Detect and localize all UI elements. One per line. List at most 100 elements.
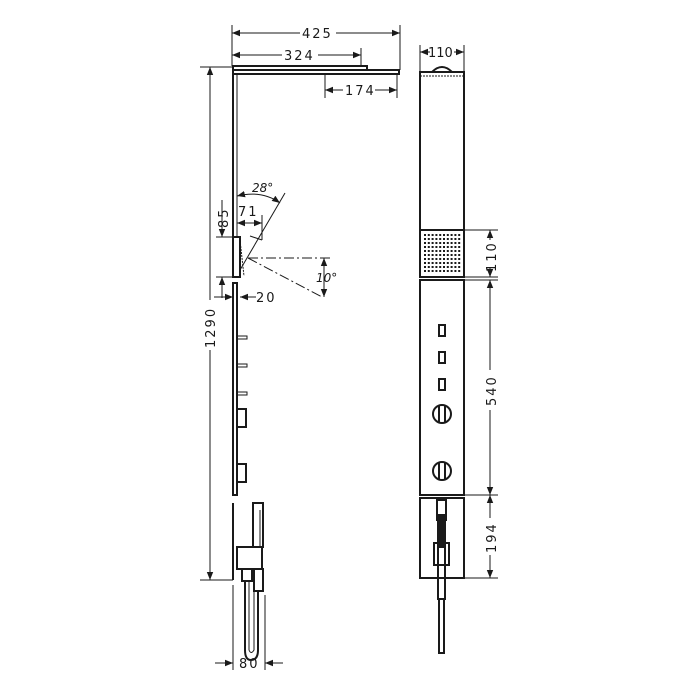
nozzle-dot bbox=[443, 258, 445, 260]
column-mid bbox=[232, 282, 248, 496]
nozzle-dot bbox=[443, 234, 445, 236]
nozzle-dot bbox=[439, 234, 442, 236]
nozzle-dot bbox=[435, 262, 438, 264]
nozzle-dot bbox=[424, 246, 426, 248]
nozzle-dot bbox=[439, 270, 442, 272]
nozzle-dot bbox=[431, 246, 434, 248]
nozzle-dot bbox=[443, 238, 445, 240]
nozzle-dot bbox=[424, 242, 426, 244]
nozzle-dot bbox=[443, 262, 445, 264]
nozzle-dot bbox=[424, 270, 426, 272]
nozzle-dot bbox=[427, 238, 430, 240]
nozzle-dot bbox=[435, 270, 438, 272]
hand-shower-offset-label: 85 bbox=[217, 207, 232, 228]
overhead-shower-arm bbox=[232, 65, 400, 75]
nozzle-dot bbox=[450, 246, 453, 248]
nozzle-dot bbox=[431, 258, 434, 260]
nozzle-dot bbox=[446, 258, 449, 260]
nozzle-dot bbox=[446, 266, 449, 268]
nozzle-dot bbox=[439, 242, 442, 244]
nozzle-dot bbox=[450, 238, 453, 240]
nozzle-dot bbox=[443, 250, 445, 252]
front-view: 110 110 540 194 bbox=[419, 45, 500, 654]
nozzle-dot bbox=[435, 254, 438, 256]
nozzle-dot bbox=[443, 246, 445, 248]
nozzle-dot bbox=[424, 234, 426, 236]
nozzle-dot bbox=[458, 234, 461, 236]
nozzle-dot bbox=[435, 266, 438, 268]
nozzle-dot bbox=[454, 258, 457, 260]
nozzle-dot bbox=[431, 250, 434, 252]
total-width-label: 425 bbox=[302, 27, 333, 42]
nozzle-dot bbox=[458, 238, 461, 240]
nozzle-dot bbox=[439, 266, 442, 268]
nozzle-dot bbox=[439, 250, 442, 252]
grid-section-height-label: 110 bbox=[485, 241, 500, 272]
nozzle-dot bbox=[431, 254, 434, 256]
nozzle-dot bbox=[427, 234, 430, 236]
nozzle-dot bbox=[431, 238, 434, 240]
nozzle-dot bbox=[446, 270, 449, 272]
nozzle-dot bbox=[424, 258, 426, 260]
nozzle-dot bbox=[446, 250, 449, 252]
nozzle-dot bbox=[435, 246, 438, 248]
nozzle-dot bbox=[450, 266, 453, 268]
nozzle-dot bbox=[458, 258, 461, 260]
nozzle-dot bbox=[431, 262, 434, 264]
side-view: 28° 71 10° 85 20 1290 425 324 bbox=[200, 25, 401, 672]
nozzle-dot bbox=[427, 254, 430, 256]
nozzle-dot bbox=[435, 234, 438, 236]
nozzle-dot bbox=[435, 250, 438, 252]
nozzle-dot bbox=[439, 238, 442, 240]
holder-depth-label: 80 bbox=[239, 657, 260, 672]
nozzle-dot bbox=[458, 262, 461, 264]
nozzle-dot bbox=[458, 270, 461, 272]
tilt-reach-label: 71 bbox=[238, 205, 259, 220]
nozzle-dot bbox=[446, 262, 449, 264]
nozzle-dot bbox=[450, 242, 453, 244]
height-total-label: 1290 bbox=[204, 307, 219, 348]
nozzle-dot bbox=[450, 254, 453, 256]
nozzle-dot bbox=[450, 250, 453, 252]
nozzle-dot bbox=[450, 234, 453, 236]
volume-knob[interactable] bbox=[432, 404, 452, 424]
nozzle-dot bbox=[450, 258, 453, 260]
nozzle-dot bbox=[435, 258, 438, 260]
nozzle-dot bbox=[443, 266, 445, 268]
nozzle-dot bbox=[458, 266, 461, 268]
diverter-button-1[interactable] bbox=[438, 324, 446, 337]
nozzle-dot bbox=[458, 250, 461, 252]
nozzle-dot bbox=[427, 266, 430, 268]
thermostat-knob[interactable] bbox=[432, 461, 452, 481]
nozzle-dot bbox=[443, 270, 445, 272]
nozzle-dot bbox=[446, 238, 449, 240]
spray-nozzles bbox=[424, 234, 461, 272]
diverter-button-2[interactable] bbox=[438, 351, 446, 364]
tilt-angle-label: 28° bbox=[252, 181, 273, 195]
hand-shower-bay bbox=[419, 497, 465, 579]
nozzle-dot bbox=[427, 250, 430, 252]
front-width-label: 110 bbox=[428, 46, 453, 61]
nozzle-dot bbox=[435, 242, 438, 244]
bottom-section-height-label: 194 bbox=[485, 522, 500, 553]
nozzle-dot bbox=[446, 234, 449, 236]
diverter-button-3[interactable] bbox=[438, 378, 446, 391]
nozzle-dot bbox=[454, 270, 457, 272]
nozzle-dot bbox=[424, 250, 426, 252]
nozzle-dot bbox=[439, 258, 442, 260]
hand-shower-holder bbox=[236, 546, 263, 570]
nozzle-dot bbox=[424, 262, 426, 264]
nozzle-dot bbox=[427, 246, 430, 248]
nozzle-dot bbox=[424, 254, 426, 256]
control-section-height-label: 540 bbox=[485, 375, 500, 406]
nozzle-dot bbox=[454, 266, 457, 268]
nozzle-dot bbox=[431, 266, 434, 268]
column-upper bbox=[232, 70, 238, 237]
panel-gap-label: 20 bbox=[256, 291, 277, 306]
nozzle-dot bbox=[450, 262, 453, 264]
nozzle-dot bbox=[454, 246, 457, 248]
nozzle-dot bbox=[431, 234, 434, 236]
nozzle-dot bbox=[439, 246, 442, 248]
